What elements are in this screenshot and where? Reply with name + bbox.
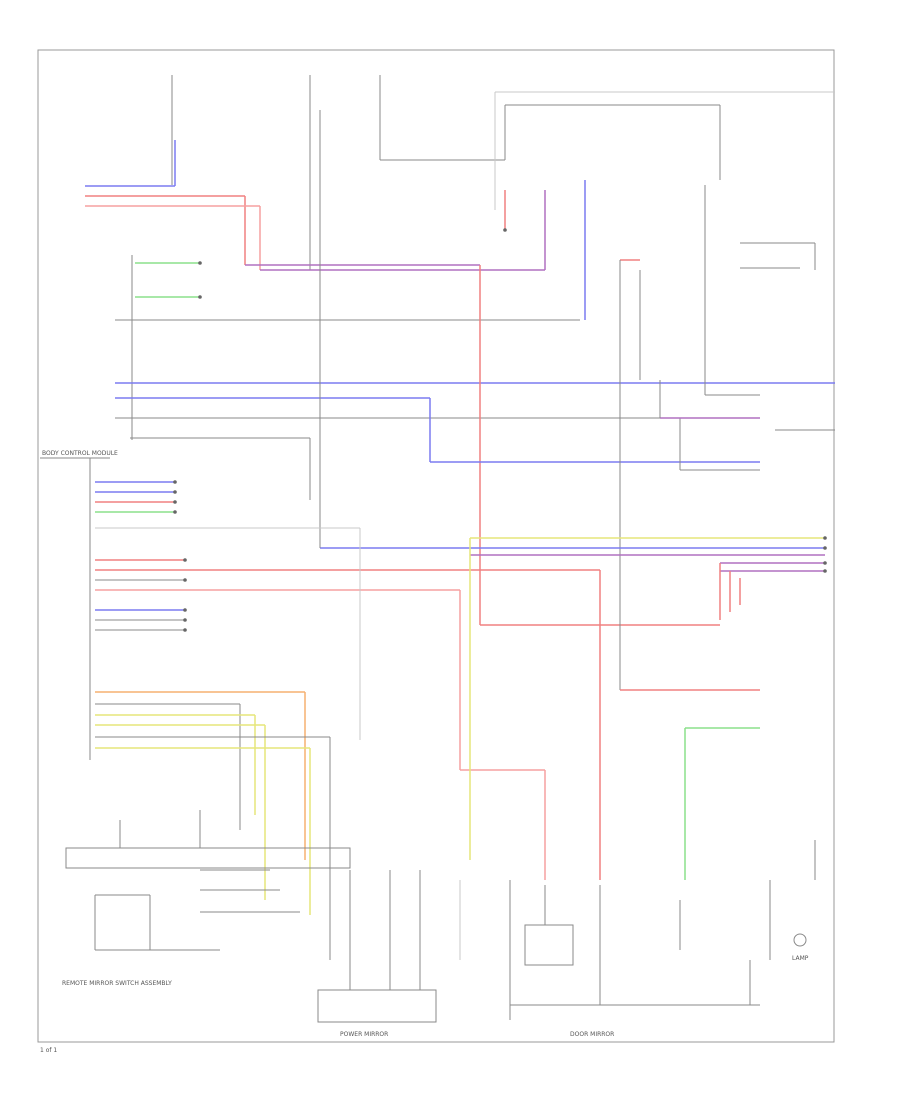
- bottom-components: [65, 810, 816, 1023]
- power-feeds: [171, 75, 835, 270]
- caption-left-module: BODY CONTROL MODULE: [42, 450, 118, 457]
- page-label: 1 of 1: [40, 1047, 57, 1054]
- left-module: [40, 457, 601, 880]
- caption-power-mirror: POWER MIRROR: [340, 1031, 388, 1038]
- caption-door-mirror: DOOR MIRROR: [570, 1031, 614, 1038]
- diagram-frame: [37, 49, 835, 1043]
- terminal-dots: [173, 228, 827, 632]
- mirror-motor-box: [524, 924, 574, 966]
- caption-mirror-switch: REMOTE MIRROR SWITCH ASSEMBLY: [62, 980, 172, 987]
- left-connector: [115, 255, 835, 500]
- power-mirror-box: [317, 989, 437, 1023]
- mirror-switch-body: [65, 847, 351, 869]
- lamp-symbol: [793, 933, 807, 947]
- upper-harness: [85, 140, 720, 626]
- middle-harness: [319, 110, 825, 620]
- lower-harness: [95, 527, 760, 960]
- caption-lamp: LAMP: [792, 955, 809, 962]
- blue-trunk: [429, 380, 760, 471]
- right-switches: [619, 185, 835, 691]
